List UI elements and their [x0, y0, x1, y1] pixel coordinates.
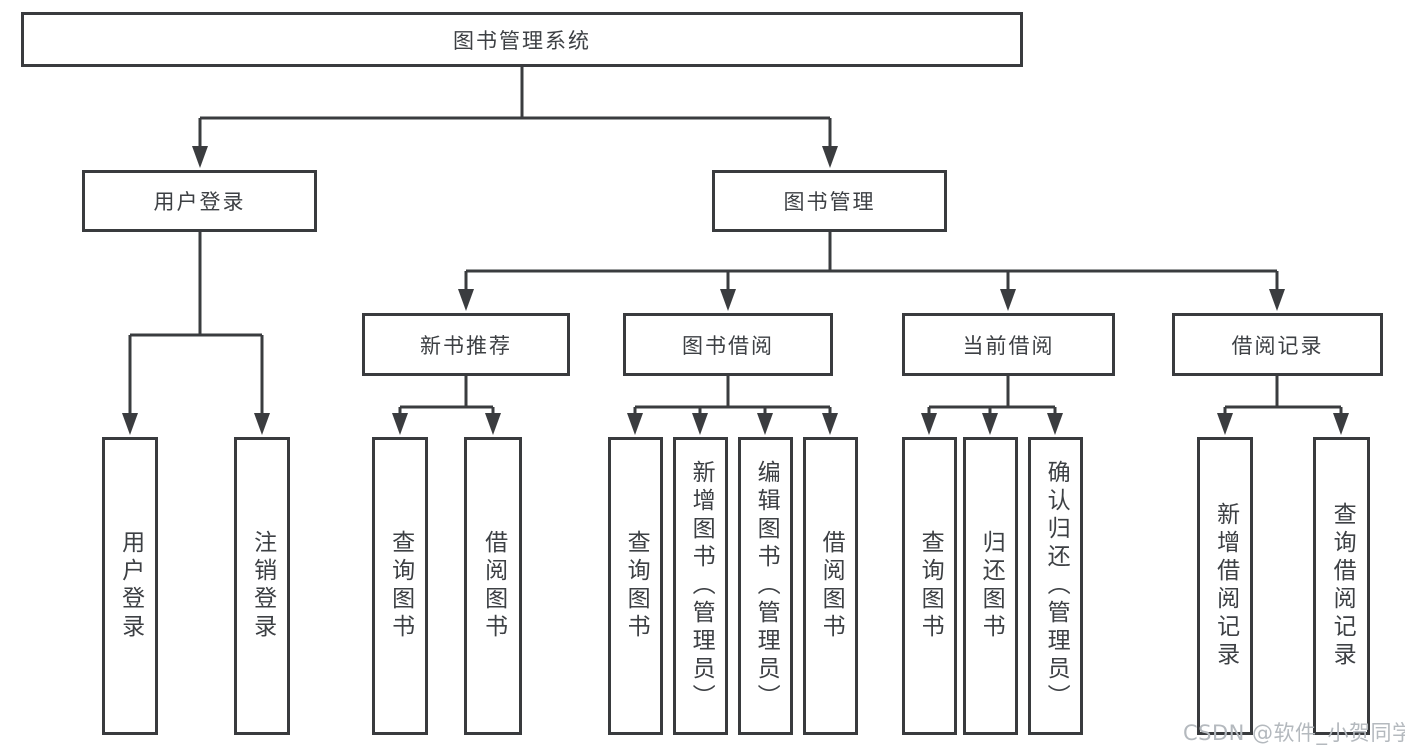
node-label: 借阅记录 — [1231, 333, 1324, 358]
node-label: 用户登录 — [153, 190, 246, 214]
leaf-borrow-books-recommend: 借阅图书 — [464, 437, 522, 735]
node-user-login: 用户登录 — [82, 170, 317, 232]
node-label: 新增图书（管理员） — [688, 460, 715, 712]
node-book-management: 图书管理 — [712, 170, 947, 232]
leaf-logout: 注销登录 — [234, 437, 290, 735]
leaf-borrow-books: 借阅图书 — [803, 437, 858, 735]
node-current-borrow: 当前借阅 — [902, 313, 1115, 376]
leaf-add-borrow-record: 新增借阅记录 — [1197, 437, 1253, 735]
node-borrow-records: 借阅记录 — [1172, 313, 1383, 376]
node-new-book-recommend: 新书推荐 — [362, 313, 570, 376]
node-root: 图书管理系统 — [21, 12, 1023, 67]
leaf-add-book-admin: 新增图书（管理员） — [673, 437, 728, 735]
node-label: 借阅图书 — [480, 530, 507, 642]
leaf-user-login: 用户登录 — [102, 437, 158, 735]
leaf-query-books-current: 查询图书 — [902, 437, 957, 735]
node-label: 图书借阅 — [682, 333, 774, 358]
csdn-watermark: CSDN @软件_小贺同学 — [1183, 721, 1405, 745]
node-label: 借阅图书 — [818, 530, 845, 642]
leaf-confirm-return-admin: 确认归还（管理员） — [1028, 437, 1083, 735]
node-label: 图书管理 — [783, 190, 876, 214]
node-label: 查询图书 — [623, 530, 650, 642]
node-label: 编辑图书（管理员） — [753, 460, 780, 712]
node-label: 确认归还（管理员） — [1043, 460, 1070, 712]
node-label: 当前借阅 — [962, 333, 1055, 358]
node-label: 查询借阅记录 — [1329, 502, 1356, 670]
leaf-query-borrow-record: 查询借阅记录 — [1313, 437, 1370, 735]
node-label: 查询图书 — [387, 530, 414, 642]
node-label: 用户登录 — [117, 530, 144, 642]
node-label: 归还图书 — [978, 530, 1005, 642]
node-label: 注销登录 — [249, 530, 276, 642]
leaf-return-book: 归还图书 — [963, 437, 1018, 735]
leaf-edit-book-admin: 编辑图书（管理员） — [738, 437, 793, 735]
node-book-borrow: 图书借阅 — [623, 313, 833, 376]
node-label: 新增借阅记录 — [1212, 502, 1239, 670]
node-label: 图书管理系统 — [453, 28, 591, 53]
leaf-query-books-borrow: 查询图书 — [608, 437, 663, 735]
node-label: 查询图书 — [917, 530, 944, 642]
leaf-query-books-recommend: 查询图书 — [372, 437, 428, 735]
node-label: 新书推荐 — [420, 333, 512, 358]
